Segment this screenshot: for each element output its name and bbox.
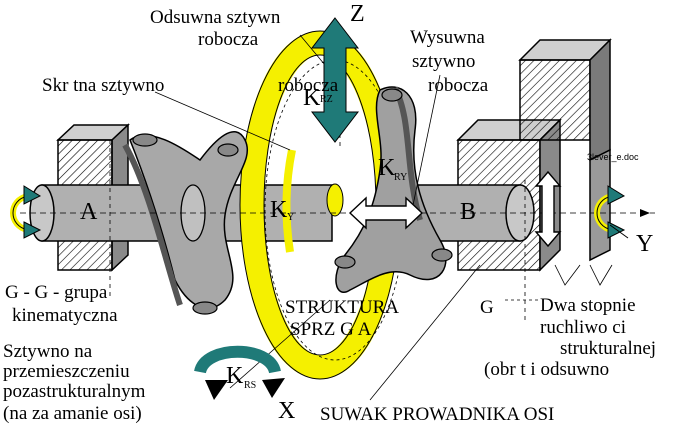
label-dwa-1: Dwa stopnie xyxy=(540,295,636,316)
label-part-a: A xyxy=(80,199,98,225)
label-odsuwna-1: Odsuwna sztywn xyxy=(150,7,281,28)
symbol-k-mid-sub: RY xyxy=(394,172,408,183)
label-sztywno-4: (na za amanie osi) xyxy=(3,403,142,424)
label-filename: 3lever_e.doc xyxy=(587,152,639,162)
y-axis-line xyxy=(609,224,629,239)
slide-double-arrow xyxy=(348,196,424,230)
right-block-double-arrow xyxy=(534,170,562,248)
label-sztywno-2: przemieszczeniu xyxy=(3,361,130,382)
label-gg-1: G - G - grupa xyxy=(5,282,108,303)
label-dwa-2: ruchliwo ci xyxy=(540,317,627,338)
label-axis-z: Z xyxy=(350,1,365,27)
symbol-k-top: K xyxy=(303,85,321,111)
label-suwak: SUWAK PROWADNIKA OSI xyxy=(320,404,555,425)
label-dwa-3: strukturalnej xyxy=(560,338,657,359)
label-skretna-1: Skr tna sztywno xyxy=(42,75,165,96)
label-sztywno-3: pozastrukturalnym xyxy=(3,381,146,402)
label-wysuwna-2: sztywno xyxy=(412,51,476,72)
symbol-k-mid: K xyxy=(378,155,396,181)
symbol-k-top-sub: RZ xyxy=(320,94,333,105)
symbol-k-bottom-sub: RS xyxy=(244,380,257,391)
label-part-b: B xyxy=(460,199,477,225)
axis-arrowhead-right xyxy=(640,209,650,217)
label-skretna-2: robocza xyxy=(278,75,339,96)
label-sztywno-1: Sztywno na xyxy=(3,341,93,362)
label-axis-x: X xyxy=(278,398,296,424)
label-odsuwna-2: robocza xyxy=(198,29,259,50)
label-struktura-1: STRUKTURA xyxy=(285,297,400,318)
left-rotation-arrow xyxy=(10,185,42,239)
symbol-k-left: K xyxy=(270,197,288,223)
label-g-right: G xyxy=(480,297,494,318)
label-gg-2: kinematyczna xyxy=(12,305,118,326)
bottom-rotation-arrow xyxy=(194,345,285,400)
right-rotation-arrow xyxy=(594,185,626,239)
left-lever xyxy=(122,131,248,315)
leader-lines xyxy=(154,34,613,401)
label-wysuwna-3: robocza xyxy=(428,75,489,96)
label-wysuwna-1: Wysuwna xyxy=(410,27,485,48)
label-struktura-2: SPRZ G A xyxy=(290,319,372,340)
symbol-k-left-sub: Y xyxy=(287,212,295,223)
label-dwa-4: (obr t i odsuwno xyxy=(484,359,610,380)
yellow-arc-segment xyxy=(282,149,296,253)
symbol-k-bottom: K xyxy=(226,363,244,389)
z-double-arrow xyxy=(310,17,360,143)
label-axis-y: Y xyxy=(636,231,654,257)
